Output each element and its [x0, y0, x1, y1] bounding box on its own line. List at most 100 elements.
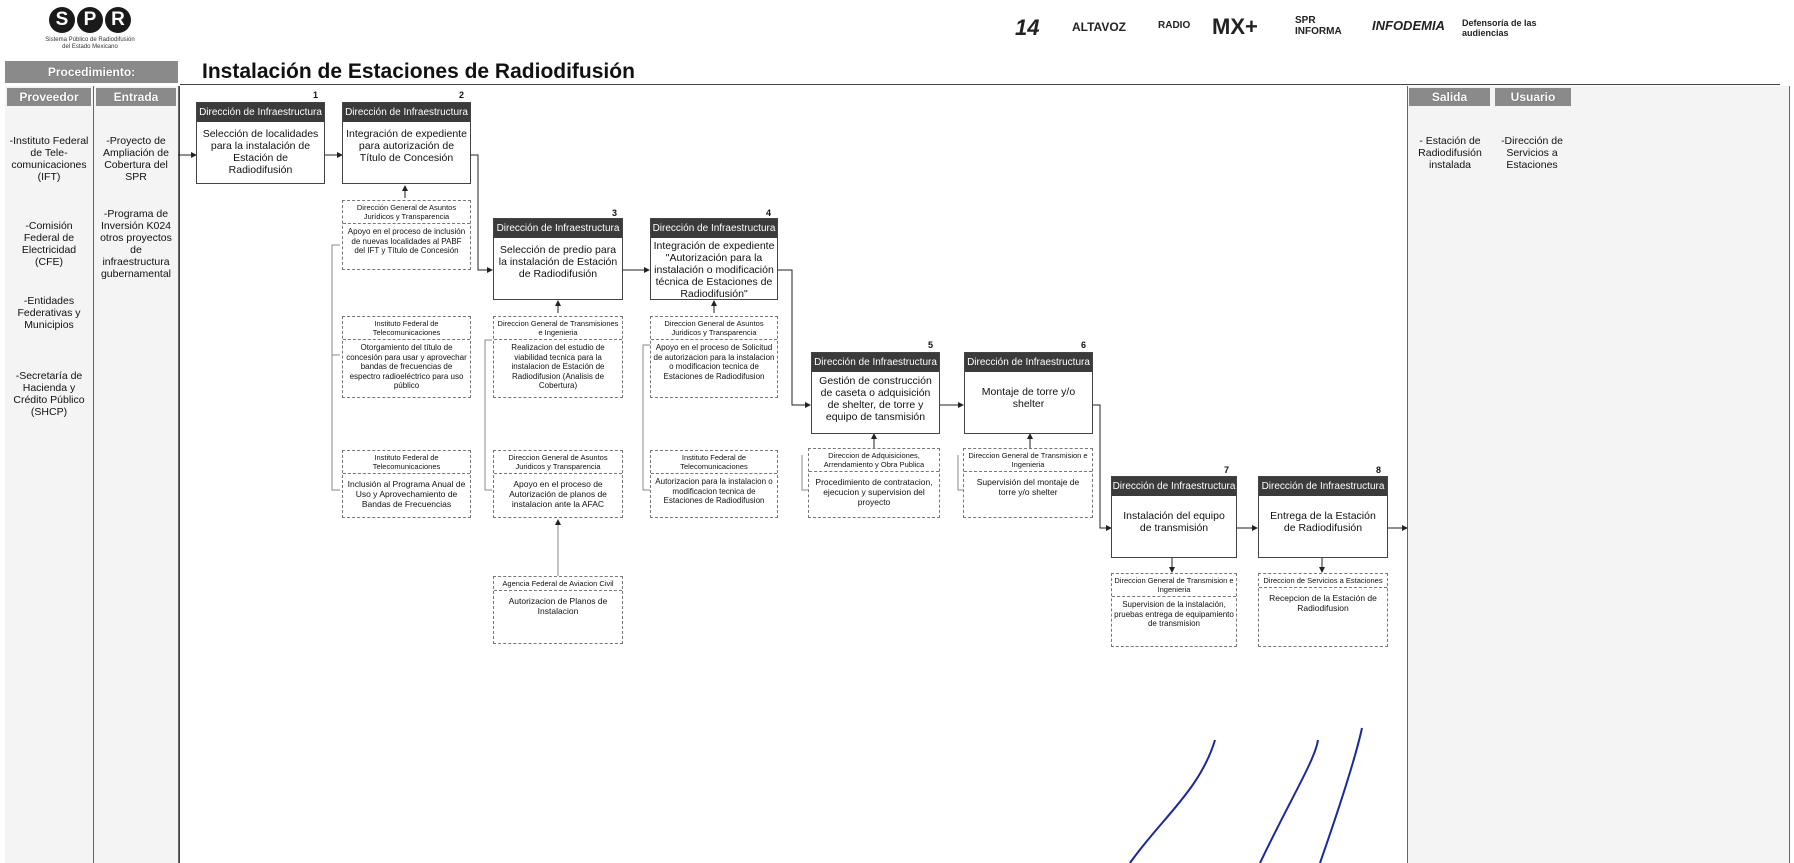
support-area-label: Dirección General de Asuntos Jurídicos y… — [343, 201, 470, 224]
step-5-box: Dirección de Infraestructura Gestión de … — [811, 352, 940, 434]
proveedor-header: Proveedor — [7, 88, 91, 106]
proveedor-item: -Secretaría de Hacienda y Crédito Públic… — [13, 370, 85, 418]
support-description: Autorizacion de Planos de Instalacion — [508, 596, 608, 616]
support-description: Inclusión al Programa Anual de Uso y Apr… — [347, 479, 466, 509]
step-description: Gestión de construcción de caseta o adqu… — [819, 375, 932, 423]
support-description: Procedimiento de contratacion, ejecucion… — [815, 477, 933, 507]
support-box: Dirección General de Asuntos Jurídicos y… — [342, 200, 471, 270]
support-box: Agencia Federal de Aviacion Civil Autori… — [493, 576, 623, 644]
partner-logo-defensoria: Defensoría de las audiencias — [1462, 18, 1537, 38]
entrada-column — [94, 86, 179, 863]
step-area-label: Dirección de Infraestructura — [343, 103, 470, 122]
support-box: Direccion de Servicios a Estaciones Rece… — [1258, 573, 1388, 647]
usuario-item: -Dirección de Servicios a Estaciones — [1501, 135, 1563, 171]
proveedor-item: -Instituto Federal de Tele-comunicacione… — [9, 135, 89, 183]
step-7-box: Dirección de Infraestructura Instalación… — [1111, 476, 1237, 558]
support-description: Otorgamiento del título de concesión par… — [346, 343, 467, 390]
step-area-label: Dirección de Infraestructura — [812, 353, 939, 372]
flow-area-border — [179, 86, 180, 863]
step-description: Integración de expediente para autorizac… — [346, 128, 467, 164]
logo-letter-r: R — [105, 7, 131, 33]
support-box: Direccion General de Transmisiones e Ing… — [493, 316, 623, 398]
support-area-label: Instituto Federal de Telecomunicaciones — [651, 451, 777, 474]
step-2-box: Dirección de Infraestructura Integración… — [342, 102, 471, 184]
step-area-label: Dirección de Infraestructura — [1259, 477, 1387, 496]
step-4-box: Dirección de Infraestructura Integración… — [650, 218, 778, 300]
step-number: 6 — [1081, 340, 1087, 350]
support-box: Direccion General de Asuntos Juridicos y… — [650, 316, 778, 398]
support-box: Direccion de Adquisiciones, Arrendamient… — [808, 448, 940, 518]
step-area-label: Dirección de Infraestructura — [1112, 477, 1236, 496]
step-description: Selección de predio para la instalación … — [498, 244, 618, 280]
partner-logo-radio: RADIO — [1158, 20, 1191, 31]
step-number: 5 — [928, 340, 934, 350]
page-title: Instalación de Estaciones de Radiodifusi… — [202, 60, 635, 83]
step-3-box: Dirección de Infraestructura Selección d… — [493, 218, 623, 300]
support-area-label: Agencia Federal de Aviacion Civil — [494, 577, 622, 591]
step-description: Instalación del equipo de transmisión — [1123, 510, 1225, 534]
step-number: 4 — [766, 208, 772, 218]
step-description: Montaje de torre y/o shelter — [981, 386, 1076, 410]
support-area-label: Direccion General de Transmision e Ingen… — [964, 449, 1092, 472]
partner-logo-14: 14 — [1015, 15, 1040, 40]
step-description: Selección de localidades para la instala… — [202, 128, 319, 176]
support-box: Direccion General de Asuntos Juridicos y… — [493, 450, 623, 518]
support-area-label: Direccion General de Transmision e Ingen… — [1112, 574, 1236, 597]
support-area-label: Direccion General de Transmisiones e Ing… — [494, 317, 622, 340]
support-area-label: Instituto Federal de Telecomunicaciones — [343, 317, 470, 340]
step-area-label: Dirección de Infraestructura — [965, 353, 1092, 372]
logo-caption-2: del Estado Mexicano — [62, 44, 118, 50]
step-area-label: Dirección de Infraestructura — [494, 219, 622, 238]
step-description: Integración de expediente "Autorización … — [653, 240, 775, 300]
salida-header: Salida — [1409, 88, 1490, 106]
partner-logo-mx: MX+ — [1212, 14, 1258, 39]
support-description: Realizacion del estudio de viabilidad te… — [511, 343, 605, 390]
usuario-column — [1493, 86, 1790, 863]
support-description: Apoyo en el proceso de Autorización de p… — [509, 479, 607, 509]
proveedor-item: -Comisión Federal de Electricidad (CFE) — [21, 220, 77, 268]
step-number: 2 — [459, 90, 465, 100]
step-1-box: Dirección de Infraestructura Selección d… — [196, 102, 325, 184]
title-underline — [180, 84, 1780, 85]
step-area-label: Dirección de Infraestructura — [197, 103, 324, 122]
partner-logo-spr-informa: SPR INFORMA — [1295, 15, 1342, 37]
support-description: Autorizacion para la instalacion o modif… — [655, 477, 773, 505]
entrada-header: Entrada — [96, 88, 176, 106]
support-area-label: Instituto Federal de Telecomunicaciones — [343, 451, 470, 474]
support-description: Supervisión del montaje de torre y/o she… — [976, 477, 1080, 497]
step-area-label: Dirección de Infraestructura — [651, 219, 777, 238]
step-number: 7 — [1224, 465, 1230, 475]
procedimiento-header: Procedimiento: — [5, 61, 178, 83]
support-area-label: Direccion General de Asuntos Juridicos y… — [494, 451, 622, 474]
logo-letter-s: S — [49, 7, 75, 33]
step-8-box: Dirección de Infraestructura Entrega de … — [1258, 476, 1388, 558]
step-description: Entrega de la Estación de Radiodifusión — [1270, 510, 1376, 534]
step-number: 8 — [1376, 465, 1382, 475]
support-area-label: Direccion de Adquisiciones, Arrendamient… — [809, 449, 939, 472]
entrada-item: -Programa de Inversión K024 otros proyec… — [100, 208, 172, 280]
support-box: Instituto Federal de Telecomunicaciones … — [342, 316, 471, 398]
salida-item: - Estación de Radiodifusión instalada — [1418, 135, 1482, 171]
support-box: Instituto Federal de Telecomunicaciones … — [650, 450, 778, 518]
support-description: Supervision de la instalación, pruebas e… — [1114, 600, 1234, 628]
proveedor-column — [5, 86, 94, 863]
support-description: Apoyo en el proceso de Solicitud de auto… — [653, 343, 775, 381]
step-6-box: Dirección de Infraestructura Montaje de … — [964, 352, 1093, 434]
entrada-item: -Proyecto de Ampliación de Cobertura del… — [103, 135, 169, 183]
logo-letter-p: P — [77, 7, 103, 33]
step-number: 3 — [612, 208, 618, 218]
support-description: Apoyo en el proceso de inclusión de nuev… — [347, 227, 466, 255]
proveedor-item: -Entidades Federativas y Municipios — [17, 295, 81, 331]
support-area-label: Direccion de Servicios a Estaciones — [1259, 574, 1387, 588]
support-box: Instituto Federal de Telecomunicaciones … — [342, 450, 471, 518]
support-box: Direccion General de Transmision e Ingen… — [1111, 573, 1237, 647]
support-box: Direccion General de Transmision e Ingen… — [963, 448, 1093, 518]
spr-logo: S P R Sistema Público de Radiodifusión d… — [35, 5, 135, 55]
partner-logo-infodemia: INFODEMIA — [1372, 18, 1445, 33]
partner-logo-altavoz: ALTAVOZ — [1072, 20, 1126, 34]
logo-caption-1: Sistema Público de Radiodifusión — [45, 37, 135, 43]
usuario-header: Usuario — [1495, 88, 1571, 106]
support-area-label: Direccion General de Asuntos Juridicos y… — [651, 317, 777, 340]
step-number: 1 — [313, 90, 319, 100]
